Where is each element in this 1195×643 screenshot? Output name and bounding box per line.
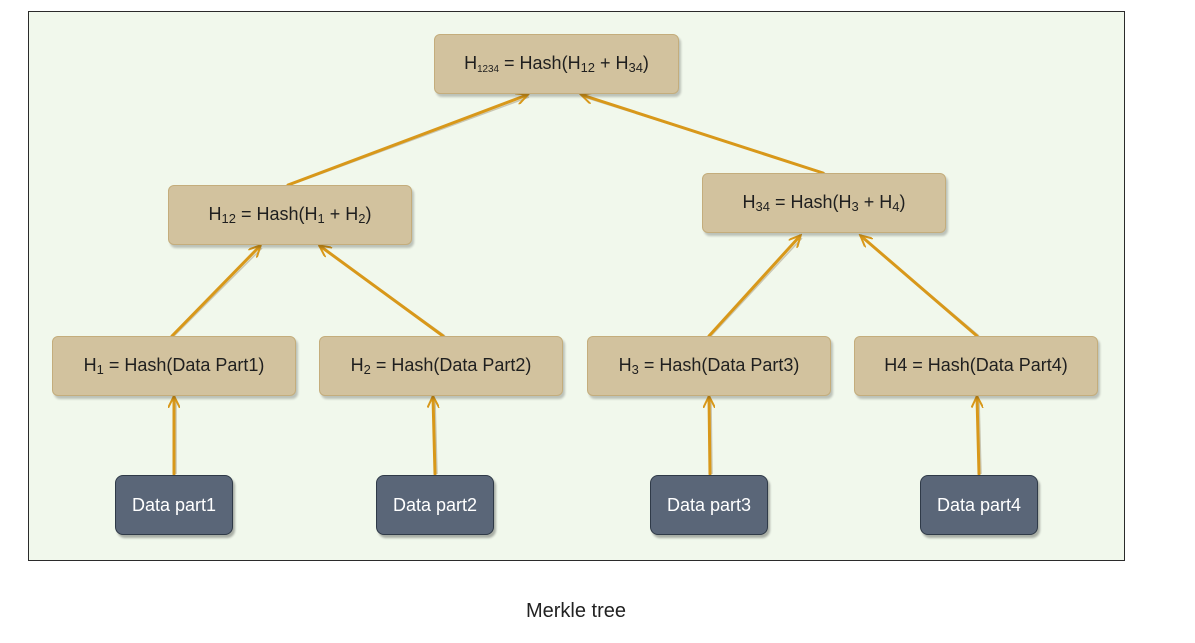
data-part-2-label: Data part2 [392, 494, 478, 515]
data-part-4-label: Data part4 [936, 494, 1022, 515]
edge-h1-to-h12 [170, 246, 260, 338]
edge-h4-to-h34 [861, 236, 979, 338]
hash-34-node: H34 = Hash(H3 + H4) [702, 173, 946, 233]
edge-data3-to-h3-shadow [710, 398, 713, 475]
leaf-hash-4-node: H4 = Hash(Data Part4) [854, 336, 1098, 396]
root-hash-label: H1234 = Hash(H12 + H34) [464, 52, 649, 76]
hash-12-node: H12 = Hash(H1 + H2) [168, 185, 412, 245]
leaf-hash-3-label: H3 = Hash(Data Part3) [618, 354, 800, 378]
data-part-3-node: Data part3 [650, 475, 768, 535]
data-part-2-node: Data part2 [376, 475, 494, 535]
merkle-diagram: H1234 = Hash(H12 + H34) H12 = Hash(H1 + … [28, 11, 1125, 561]
leaf-hash-3-node: H3 = Hash(Data Part3) [587, 336, 831, 396]
edge-data2-to-h2 [433, 397, 435, 476]
edge-data2-to-h2-shadow [434, 398, 438, 475]
edge-h1-to-h12-shadow [173, 247, 263, 337]
data-part-3-label: Data part3 [666, 494, 752, 515]
data-part-1-node: Data part1 [115, 475, 233, 535]
hash-34-label: H34 = Hash(H3 + H4) [742, 191, 906, 215]
edge-data4-to-h4-shadow [978, 398, 982, 475]
edge-h3-to-h34-shadow [710, 237, 803, 337]
edge-h12-to-root [286, 95, 527, 187]
hash-12-label: H12 = Hash(H1 + H2) [208, 203, 372, 227]
edge-h2-to-h12 [320, 246, 445, 338]
edge-data3-to-h3 [709, 397, 710, 476]
leaf-hash-1-node: H1 = Hash(Data Part1) [52, 336, 296, 396]
leaf-hash-4-label: H4 = Hash(Data Part4) [884, 354, 1068, 375]
figure-caption: Merkle tree [525, 600, 627, 622]
leaf-hash-1-label: H1 = Hash(Data Part1) [83, 354, 265, 378]
edge-data4-to-h4 [977, 397, 979, 476]
leaf-hash-2-node: H2 = Hash(Data Part2) [319, 336, 563, 396]
data-part-4-node: Data part4 [920, 475, 1038, 535]
data-part-1-label: Data part1 [131, 494, 217, 515]
edges-layer [29, 12, 1126, 476]
leaf-hash-2-label: H2 = Hash(Data Part2) [350, 354, 532, 378]
edge-h34-to-root [582, 95, 825, 175]
edge-h3-to-h34 [707, 236, 800, 338]
root-hash-node: H1234 = Hash(H12 + H34) [434, 34, 679, 94]
